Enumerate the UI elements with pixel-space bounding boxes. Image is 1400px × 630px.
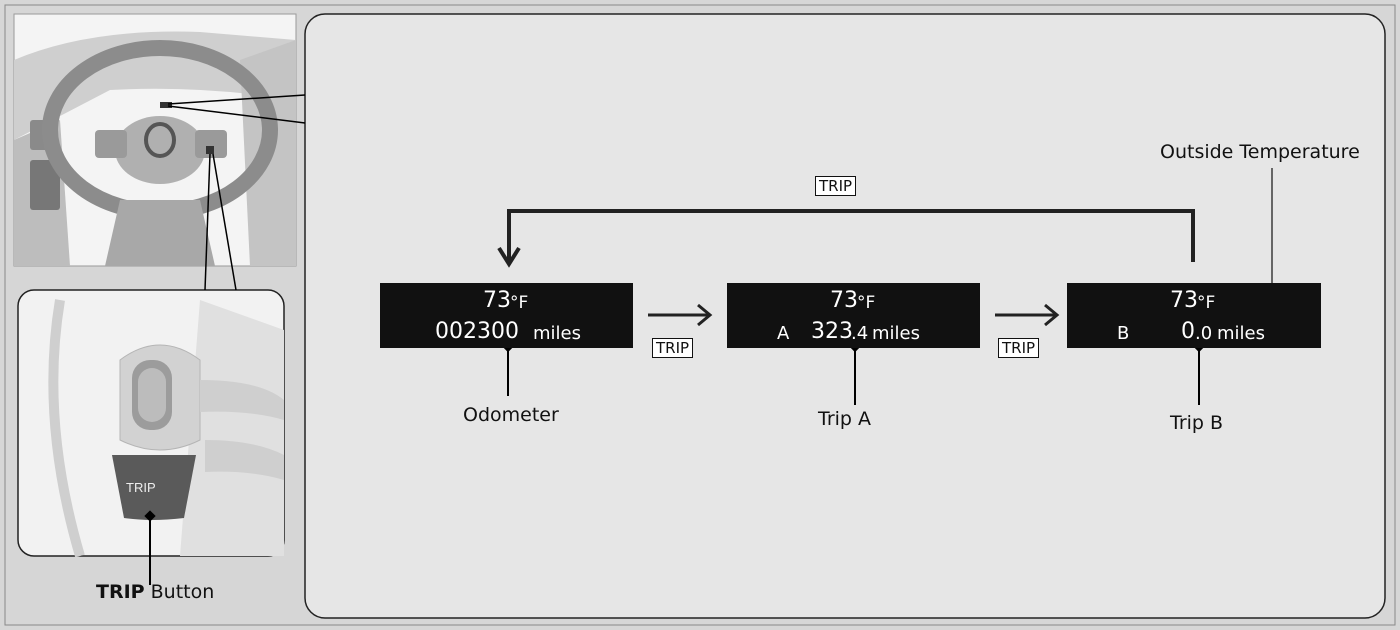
dashboard-illustration (13, 13, 297, 267)
trip-label-1: TRIP (652, 338, 694, 358)
trip-a-display: 73 °F A 323 .4 miles (727, 283, 980, 348)
trip-button-closeup (17, 289, 285, 585)
trip-label-2: TRIP (998, 338, 1040, 358)
distance-unit: miles (1217, 323, 1265, 344)
trip-a-caption: Trip A (818, 408, 872, 430)
temp-value: 73 (1170, 288, 1198, 313)
trip-a-decimal: .4 (851, 323, 869, 344)
odometer-display: 73 °F 002300 miles (380, 283, 633, 348)
trip-a-value: 323 (811, 319, 853, 344)
trip-button-caption: TRIP Button (96, 581, 214, 603)
trip-label-top: TRIP (815, 176, 857, 196)
trip-prefix: A (777, 323, 790, 344)
trip-prefix: B (1117, 323, 1130, 344)
distance-unit: miles (533, 323, 581, 344)
distance-unit: miles (872, 323, 920, 344)
temp-unit: °F (857, 293, 876, 313)
temp-value: 73 (483, 288, 511, 313)
outside-temperature-caption: Outside Temperature (1160, 141, 1360, 163)
forward-arrow-1 (648, 303, 713, 327)
trip-button-caption-bold: TRIP (96, 581, 145, 603)
trip-b-caption: Trip B (1170, 412, 1224, 434)
forward-arrow-2 (995, 303, 1060, 327)
trip-b-decimal: .0 (1195, 323, 1213, 344)
odometer-value: 002300 (435, 319, 519, 344)
trip-b-value: 0 (1181, 319, 1195, 344)
trip-b-display: 73 °F B 0 .0 miles (1067, 283, 1321, 348)
temp-unit: °F (1197, 293, 1216, 313)
odometer-caption: Odometer (463, 404, 559, 426)
trip-button-face-label: TRIP (126, 480, 156, 495)
trip-button-caption-rest: Button (144, 581, 215, 603)
loop-arrow (497, 209, 1195, 268)
callout-connectors (167, 94, 306, 291)
temp-unit: °F (510, 293, 529, 313)
temp-value: 73 (830, 288, 858, 313)
